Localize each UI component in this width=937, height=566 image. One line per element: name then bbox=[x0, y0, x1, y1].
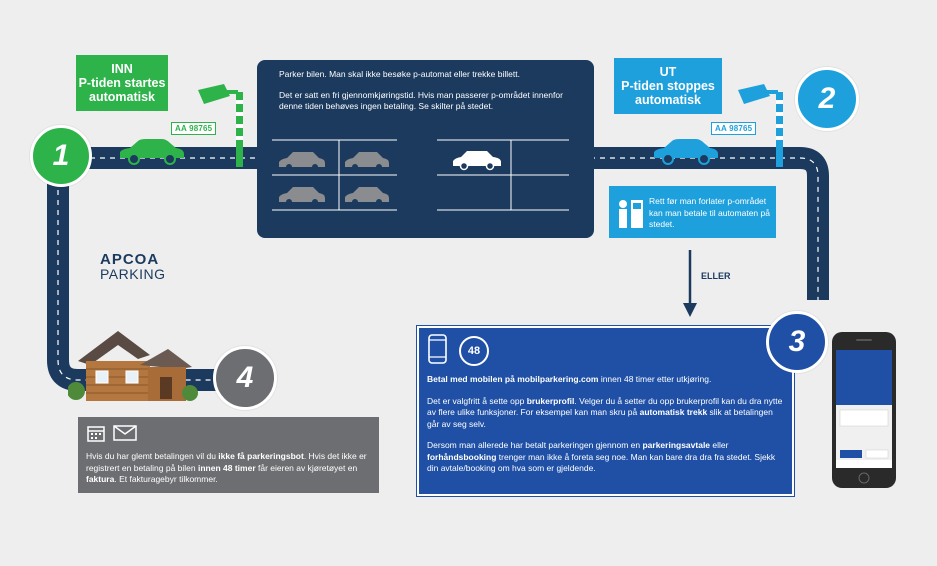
mobile-p3-b: parkeringsavtale bbox=[642, 440, 711, 450]
exit-camera-icon bbox=[738, 84, 783, 167]
kiosk-text: Rett før man forlater p-området kan man … bbox=[649, 196, 770, 229]
or-label: ELLER bbox=[701, 271, 731, 281]
parking-lot-icon bbox=[272, 139, 569, 211]
reminder-f: faktura bbox=[86, 474, 115, 484]
exit-plate: AA 98765 bbox=[711, 122, 757, 135]
mobile-text: Betal med mobilen på mobilparkering.com … bbox=[427, 374, 783, 485]
parking-text-1: Parker bilen. Man skal ikke besøke p-aut… bbox=[279, 69, 520, 79]
entry-line2: P-tiden startes bbox=[78, 76, 166, 90]
entry-car-icon bbox=[120, 139, 184, 165]
entry-line1: INN bbox=[111, 62, 133, 76]
mobile-p3-c: eller bbox=[710, 440, 729, 450]
step-3-badge: 3 bbox=[766, 311, 828, 373]
entry-tag: INN P-tiden startes automatisk bbox=[76, 55, 168, 111]
envelope-icon bbox=[113, 425, 137, 441]
kiosk-icon bbox=[619, 200, 643, 228]
reminder-a: Hvis du har glemt betalingen vil du bbox=[86, 451, 219, 461]
mobile-p3-e: trenger man ikke å foreta seg noe. Man k… bbox=[427, 451, 776, 474]
step-2-badge: 2 bbox=[795, 67, 859, 131]
parking-text-2: Det er satt en fri gjennomkjøringstid. H… bbox=[279, 89, 563, 112]
exit-line3: automatisk bbox=[635, 93, 701, 107]
calendar-icon bbox=[87, 426, 105, 442]
parking-panel: Parker bilen. Man skal ikke besøke p-aut… bbox=[257, 60, 594, 238]
phone-icon bbox=[428, 334, 447, 364]
mobile-p3-d: forhåndsbooking bbox=[427, 451, 497, 462]
exit-line2: P-tiden stoppes bbox=[621, 79, 715, 93]
mobile-payment-box: 48 Betal med mobilen på mobilparkering.c… bbox=[416, 325, 795, 497]
reminder-g: . Et fakturagebyr tilkommer. bbox=[114, 474, 218, 484]
mobile-p2-b: brukerprofil bbox=[526, 395, 575, 406]
step-4-badge: 4 bbox=[213, 346, 277, 410]
entry-line3: automatisk bbox=[89, 90, 155, 104]
brand-line1: APCOA bbox=[100, 251, 160, 268]
smartphone-icon bbox=[832, 332, 896, 488]
exit-tag: UT P-tiden stoppes automatisk bbox=[614, 58, 722, 114]
mobile-p2-d: automatisk trekk bbox=[639, 407, 708, 417]
brand-line2: PARKING bbox=[100, 266, 166, 282]
mobile-p2-c: . Velger du å setter du opp brukerprofil… bbox=[427, 395, 783, 418]
step-1-badge: 1 bbox=[30, 125, 92, 187]
reminder-box: Hvis du har glemt betalingen vil du ikke… bbox=[78, 417, 379, 493]
reminder-c: . Hvis det ikke er registrert en betalin… bbox=[86, 451, 367, 473]
mobile-p3-a: Dersom man allerede har betalt parkering… bbox=[427, 440, 643, 450]
entry-plate: AA 98765 bbox=[171, 122, 217, 135]
mobile-p2-a: Det er valgfritt å sette opp bbox=[427, 395, 527, 406]
exit-line1: UT bbox=[659, 65, 677, 79]
mobile-p2-e: slik at betalingen går av seg selv. bbox=[427, 407, 773, 429]
reminder-b: ikke få parkeringsbot bbox=[218, 451, 304, 461]
reminder-d: innen 48 timer bbox=[198, 462, 256, 473]
timer-48-icon: 48 bbox=[459, 336, 489, 366]
reminder-text: Hvis du har glemt betalingen vil du ikke… bbox=[86, 451, 374, 486]
brand-logo: APCOA PARKING bbox=[100, 252, 165, 282]
mobile-p1: innen 48 timer etter utkjøring. bbox=[598, 374, 712, 384]
reminder-e: får eieren av kjøretøyet en bbox=[255, 462, 358, 473]
house-icon bbox=[68, 331, 198, 401]
kiosk-box: Rett før man forlater p-området kan man … bbox=[609, 186, 776, 238]
entry-camera-icon bbox=[198, 84, 243, 167]
mobile-p1-bold: Betal med mobilen på mobilparkering.com bbox=[427, 374, 599, 384]
exit-car-icon bbox=[654, 139, 718, 165]
